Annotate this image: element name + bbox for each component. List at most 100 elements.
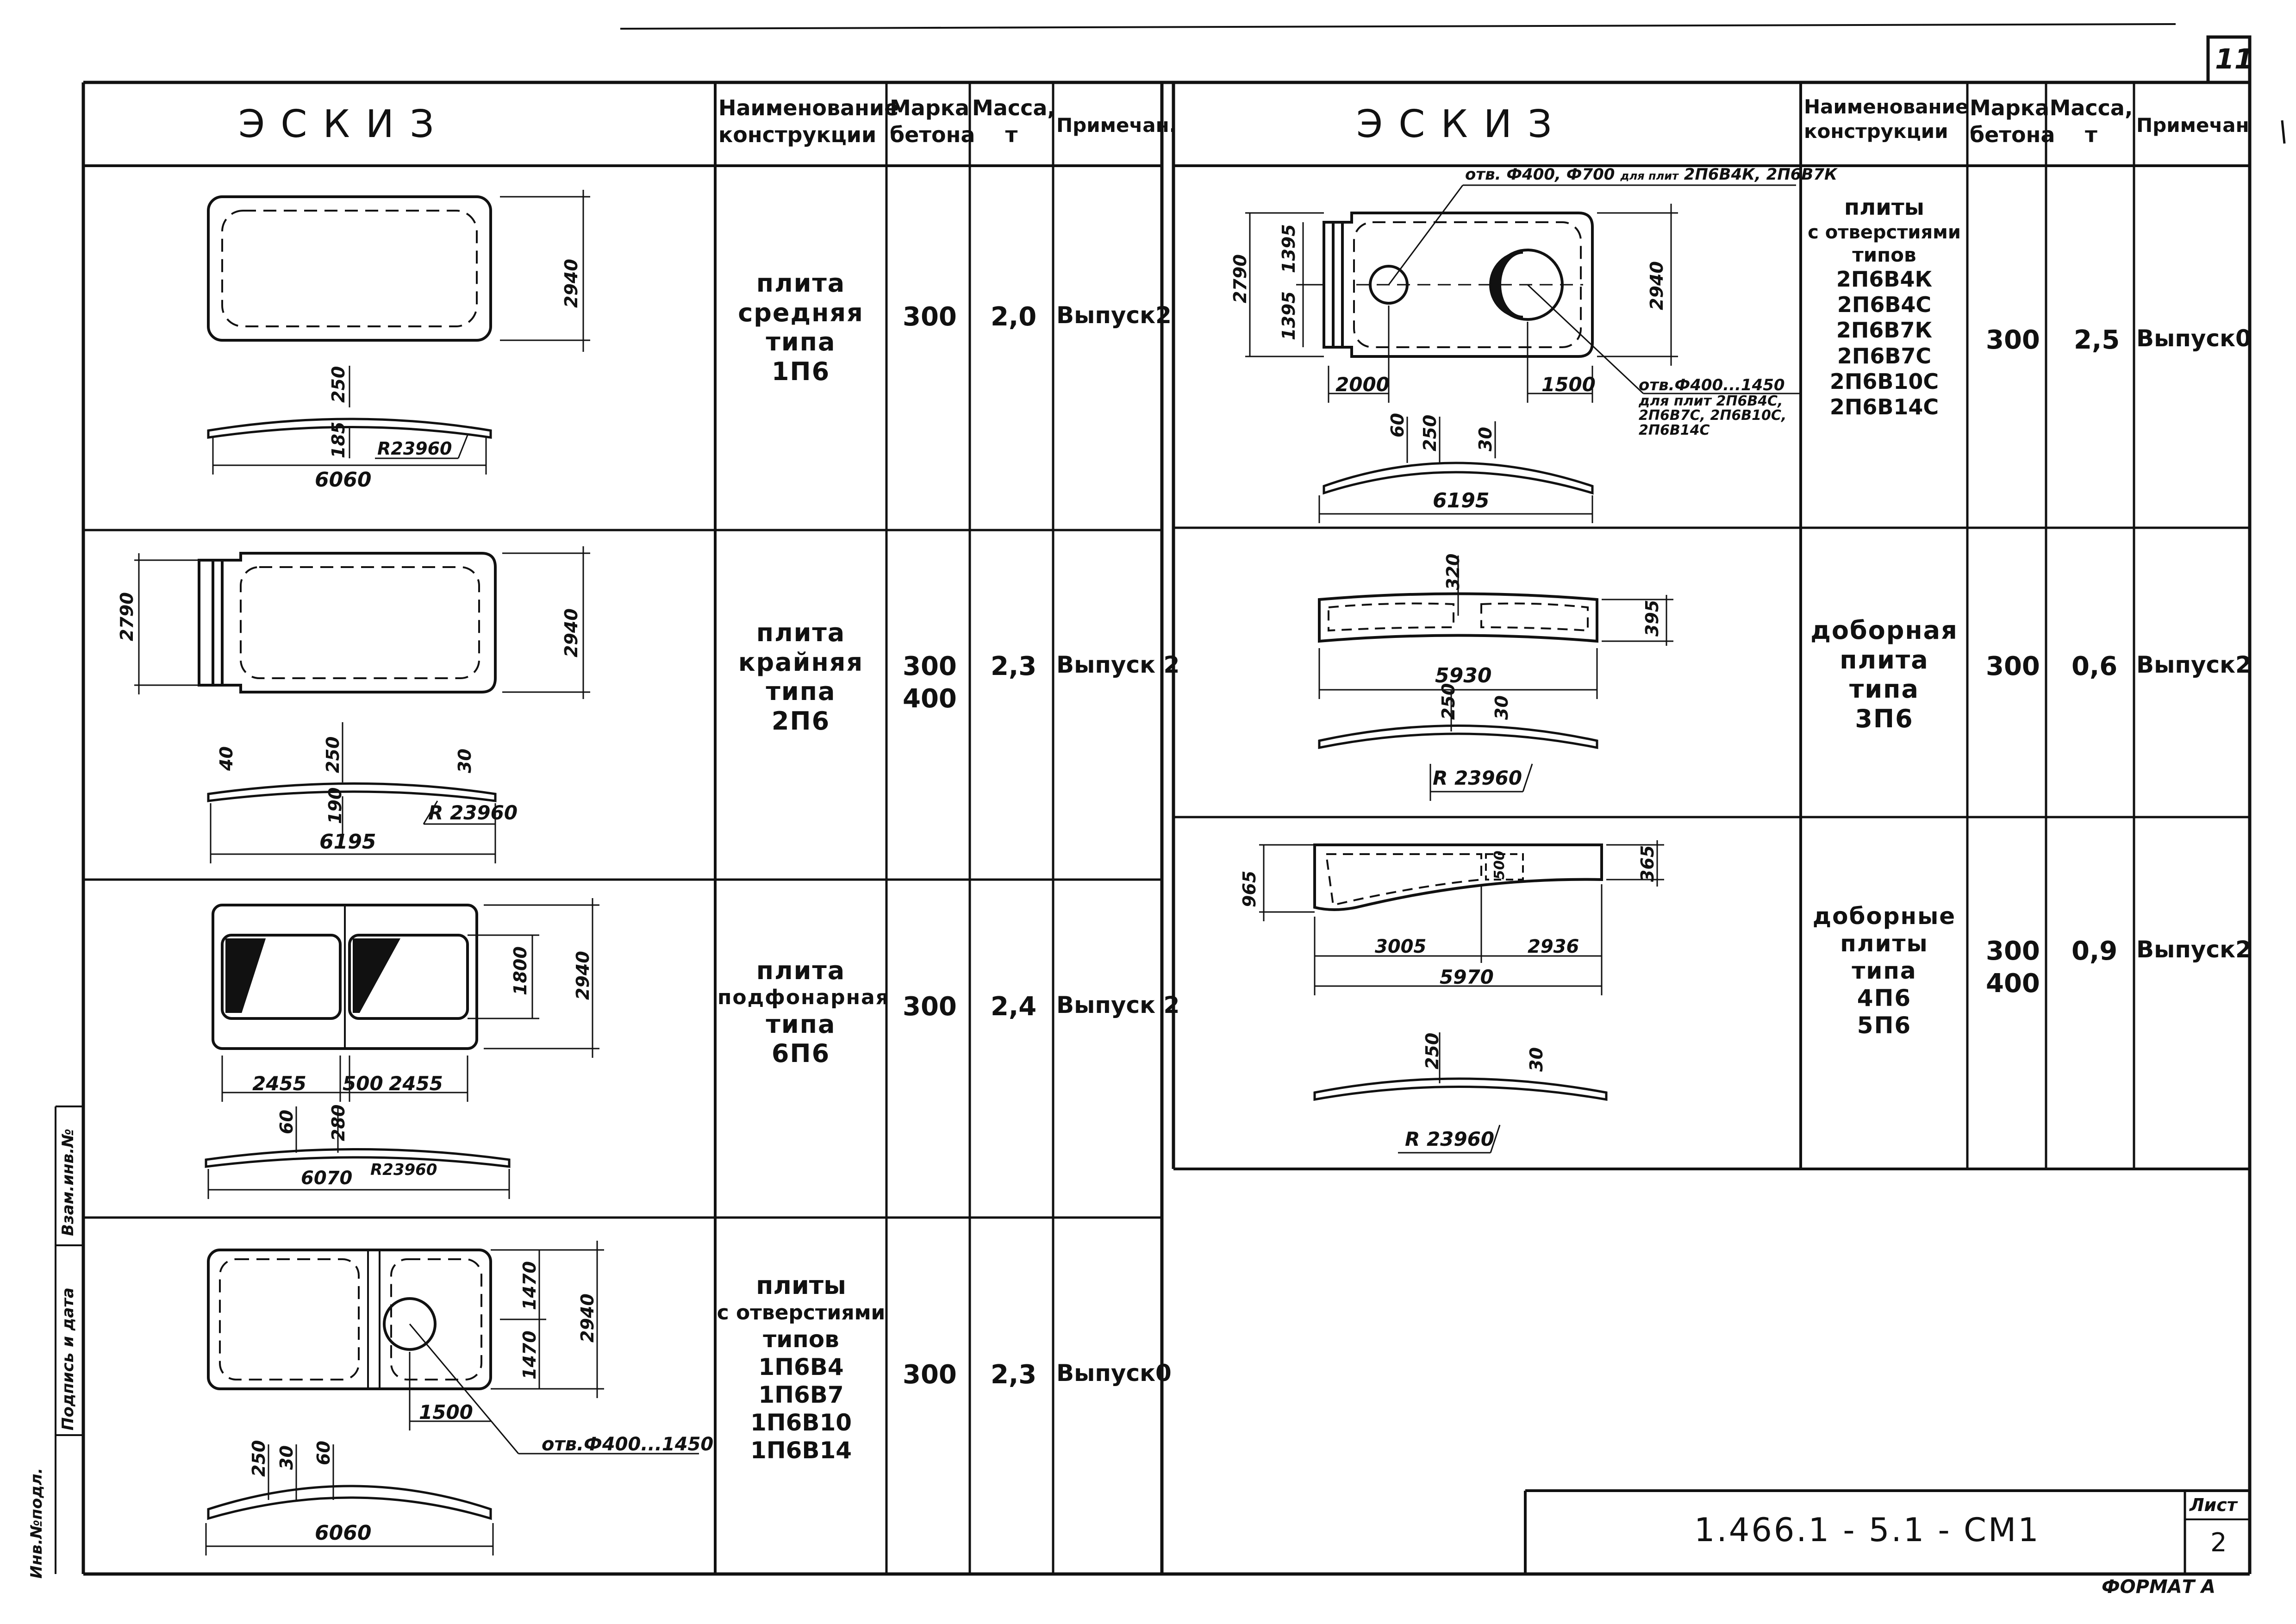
row3-dim-thick: 280 [328, 1104, 349, 1141]
row3-dim-opening: 1800 [510, 946, 530, 995]
rrow2-mass: 0,6 [2071, 651, 2118, 681]
header-mass-line2: т [2085, 122, 2097, 147]
grade-line: 400 [1986, 968, 2040, 999]
note-text: 2П6В4К, 2П6В7К [1684, 165, 1837, 184]
name-line: с отверстиями [717, 1300, 886, 1324]
note-text: отв.Ф400...1450 [1639, 376, 1785, 394]
row2-dim-length: 6195 [319, 830, 376, 854]
rrow3-mass: 0,9 [2071, 936, 2118, 966]
row2-mass: 2,3 [991, 651, 1037, 681]
sketch-6p6 [205, 898, 599, 1199]
rrow3-dim-length: 5970 [1440, 966, 1494, 988]
type-line: 1П6В10 [750, 1409, 852, 1436]
row3-dim-width: 2940 [573, 951, 593, 1000]
row4-grade: 300 [903, 1360, 957, 1390]
rrow2-dim-b: 30 [1491, 695, 1512, 720]
sketch-2p6 [134, 546, 590, 863]
row1-dim-width: 2940 [561, 259, 581, 308]
header-mass-right: Масса, т [2048, 95, 2134, 148]
row4-dim-half-a: 1470 [519, 1261, 540, 1310]
note-text: 2П6В7С, 2П6В10С, [1639, 407, 1787, 424]
row4-dim-offset: 1500 [419, 1401, 473, 1424]
rrow1-dim-thick: 250 [1420, 414, 1440, 451]
name-line: типа [1852, 957, 1917, 984]
row1-dim-length: 6060 [315, 468, 372, 492]
row4-hole-note: отв.Ф400...1450 [542, 1434, 714, 1455]
name-line: плита [756, 956, 846, 985]
grade-line: 400 [903, 684, 957, 714]
row4-dim-thick: 250 [249, 1440, 269, 1477]
rrow1-grade: 300 [1986, 325, 2040, 355]
rrow3-dim-h-right: 365 [1637, 845, 1658, 882]
rrow1-note: Выпуск0 [2136, 325, 2252, 352]
rrow2-dim-radius: R 23960 [1433, 767, 1522, 789]
note-text: для плит 2П6В4С, [1639, 393, 1783, 409]
rrow1-dim-width2: 2790 [1230, 254, 1250, 303]
name-line: плиты [1840, 930, 1928, 957]
sheet-value: 2 [2210, 1528, 2227, 1558]
rrow1-dim-a: 1395 [1279, 224, 1299, 273]
header-grade-left: Марка бетона [890, 95, 975, 148]
row3-name: плита подфонарная типа 6П6 [718, 956, 890, 1068]
row3-grade: 300 [903, 992, 957, 1022]
name-line: доборная [1810, 616, 1958, 645]
rrow2-dim-a: 250 [1438, 683, 1459, 720]
type-line: 2П6В4С [1837, 292, 1932, 318]
header-grade-line1: Марка [1970, 95, 2050, 120]
format-label: ФОРМАТ А [2102, 1576, 2215, 1598]
name-line: типа [766, 1009, 836, 1039]
name-line: типов [763, 1325, 839, 1353]
rrow1-dim-d2: 30 [1475, 427, 1496, 451]
header-sketch-left: ЭСКИЗ [238, 102, 450, 146]
header-name-line1: Наименование [718, 95, 899, 120]
type-line: 2П6В14С [1829, 394, 1939, 419]
row1-dim-mid: 185 [328, 421, 349, 458]
name-line: подфонарная [718, 985, 890, 1009]
header-sketch-right: ЭСКИЗ [1356, 102, 1568, 146]
row4-dim-d1: 30 [276, 1445, 297, 1470]
document-code: 1.466.1 - 5.1 - СМ1 [1694, 1511, 2040, 1549]
side-stamp-sign: Подпись и дата [59, 1287, 77, 1430]
name-line: средняя [738, 298, 864, 327]
name-line: крайняя [738, 647, 864, 677]
rrow1-dim-offset-l: 2000 [1335, 373, 1390, 396]
sketch-2p6v [1245, 184, 1801, 523]
header-mass-line2: т [1005, 122, 1018, 147]
row4-note: Выпуск0 [1056, 1360, 1172, 1387]
header-grade-right: Марка бетона [1970, 95, 2055, 148]
header-grade-line2: бетона [890, 122, 975, 147]
name-line: типа [766, 327, 836, 357]
header-mass-line1: Масса, [2049, 95, 2133, 120]
note-text: 2П6В14С [1639, 422, 1710, 438]
name-line: плита [1840, 645, 1929, 675]
rrow1-top-note: отв. Ф400, Ф700 для плит 2П6В4К, 2П6В7К [1465, 167, 1837, 182]
row4-name: плиты с отверстиями типов 1П6В4 1П6В7 1П… [717, 1271, 886, 1464]
rrow3-dim-b: 30 [1526, 1047, 1547, 1072]
rrow2-note: Выпуск2 [2136, 651, 2252, 678]
row4-dim-d2: 60 [313, 1441, 334, 1465]
row2-dim-thick: 250 [323, 736, 343, 773]
row2-grade: 300 400 [903, 650, 957, 715]
rrow3-dim-mid: 500 [1491, 850, 1508, 880]
row3-dim-radius: R23960 [370, 1161, 437, 1179]
name-line: типа [766, 677, 836, 706]
type-line: 2П6В4К [1836, 266, 1933, 292]
rrow1-dim-b: 1395 [1279, 291, 1299, 340]
row4-dim-width: 2940 [577, 1293, 598, 1343]
row2-dim-mid: 190 [325, 787, 345, 824]
name-line: плита [756, 269, 846, 298]
type-line: 1П6В4 [758, 1353, 844, 1380]
rrow2-dim-length: 5930 [1435, 664, 1492, 687]
row1-note: Выпуск2 [1056, 302, 1172, 329]
row2-name: плита крайняя типа 2П6 [718, 618, 884, 736]
name-line: 1П6 [771, 357, 830, 387]
row4-dim-half-b: 1470 [519, 1330, 540, 1380]
header-name-line1: Наименование [1804, 95, 1969, 118]
row2-note: Выпуск 2 [1056, 651, 1180, 678]
grade-line: 300 [1986, 936, 2040, 966]
name-line: типа [1849, 675, 1919, 704]
side-stamp-inv: Инв.№подл. [27, 1468, 46, 1579]
row2-dim-end-l: 40 [216, 746, 237, 771]
row1-name: плита средняя типа 1П6 [718, 269, 884, 387]
type-line: 2П6В7С [1837, 343, 1932, 369]
